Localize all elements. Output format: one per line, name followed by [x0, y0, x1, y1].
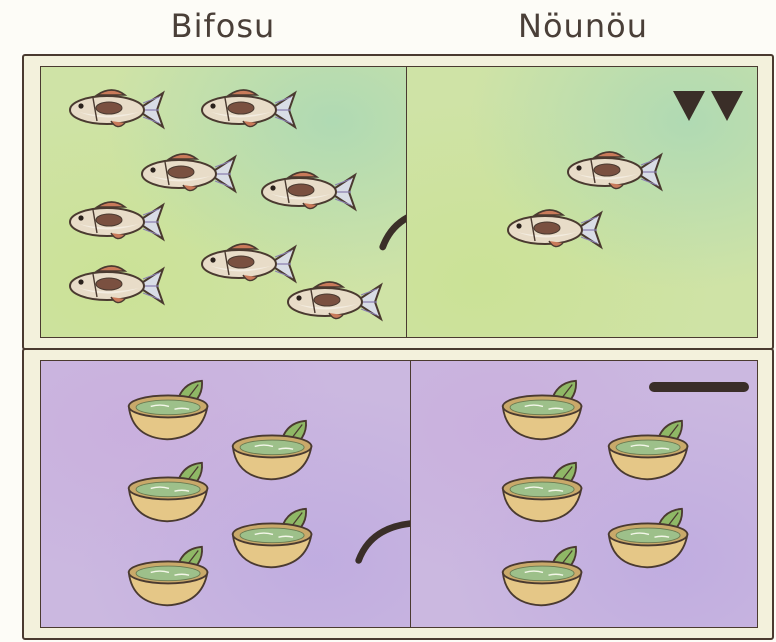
soup-row [22, 348, 774, 640]
fish-row [22, 54, 774, 350]
fish-icon [199, 85, 299, 135]
fish-icon [285, 277, 385, 327]
fish-icon [565, 147, 665, 197]
fish-icon [199, 239, 299, 289]
fish-icon [67, 261, 167, 311]
soup-bowl-icon [603, 507, 695, 571]
soup-bowl-icon [123, 461, 215, 525]
arrow-icon [353, 507, 410, 565]
soup-bowl-icon [123, 545, 215, 609]
soup-bowl-icon [227, 507, 319, 571]
fish-panel-after [406, 66, 758, 338]
soup-bowl-icon [497, 461, 589, 525]
fish-icon [139, 149, 239, 199]
soup-bowl-icon [603, 419, 695, 483]
soup-bowl-icon [497, 379, 589, 443]
column-header-after: Nöunöu [518, 7, 648, 45]
fish-icon [505, 205, 605, 255]
arrow-icon [377, 193, 406, 251]
two-triangles-marker [673, 91, 743, 121]
bar-marker [649, 382, 749, 392]
column-header-before: Bifosu [170, 7, 276, 45]
fish-icon [67, 197, 167, 247]
soup-bowl-icon [123, 379, 215, 443]
fish-icon [67, 85, 167, 135]
soup-bowl-icon [497, 545, 589, 609]
soup-panel-after [410, 360, 758, 628]
soup-panel-before [40, 360, 410, 628]
soup-bowl-icon [227, 419, 319, 483]
fish-panel-before [40, 66, 406, 338]
fish-icon [259, 167, 359, 217]
